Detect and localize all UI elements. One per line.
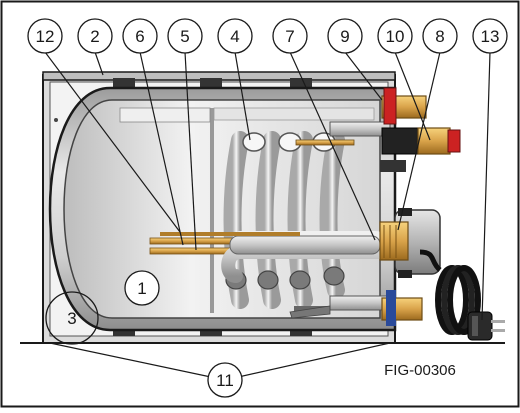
callout-label-11: 11 [216, 371, 234, 390]
callout-circle-9 [327, 18, 363, 54]
callout-circle-13 [472, 18, 508, 54]
callout-label-12: 12 [36, 27, 55, 46]
callout-ring-3 [45, 291, 99, 345]
callout-label-5: 5 [180, 27, 189, 46]
callout-circle-6 [122, 18, 158, 54]
power-plug [467, 311, 505, 341]
callout-circle-5 [167, 18, 203, 54]
callout-circle-1 [124, 270, 160, 306]
thermostat-housing [379, 208, 441, 278]
callout-circle-4 [217, 18, 253, 54]
figure-code: FIG-00306 [384, 362, 456, 379]
callout-circle-8 [422, 18, 458, 54]
callout-circle-12 [27, 18, 63, 54]
callout-label-1: 1 [137, 279, 146, 298]
callout-label-6: 6 [135, 27, 144, 46]
callout-label-4: 4 [230, 27, 239, 46]
callout-label-9: 9 [340, 27, 349, 46]
power-cable [419, 249, 481, 340]
callout-label-3: 3 [67, 309, 76, 328]
callout-label-8: 8 [435, 27, 444, 46]
callout-label-13: 13 [481, 27, 500, 46]
callout-circle-10 [377, 18, 413, 54]
callout-label-2: 2 [90, 27, 99, 46]
callout-circle-11 [207, 362, 243, 398]
leader-lines [44, 51, 491, 381]
callout-label-7: 7 [285, 27, 294, 46]
callout-circle-2 [77, 18, 113, 54]
callout-circle-7 [272, 18, 308, 54]
callout-label-10: 10 [386, 27, 405, 46]
